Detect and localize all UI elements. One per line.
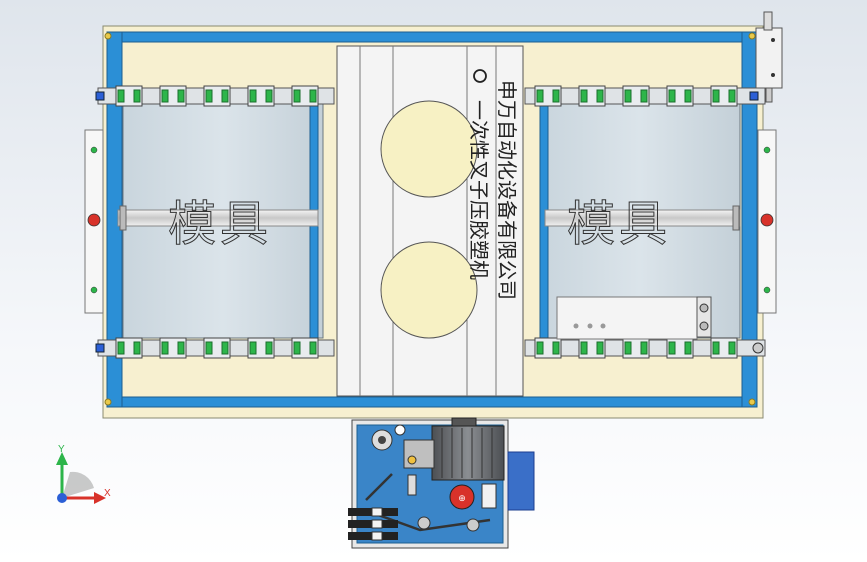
- carriage-seal: [684, 341, 692, 355]
- carriage-seal: [552, 341, 560, 355]
- carriage-seal: [177, 341, 185, 355]
- carriage-seal: [536, 341, 544, 355]
- svg-text:⊕: ⊕: [458, 493, 466, 503]
- corner-bolts: [104, 32, 756, 406]
- carriage-seal: [640, 89, 648, 103]
- carriage-seal: [596, 89, 604, 103]
- rail-carriages: [115, 85, 738, 359]
- carriage-seal: [249, 89, 257, 103]
- right-side-panel: [757, 129, 777, 314]
- left-side-panel: [84, 129, 104, 314]
- upper-mold-circle: [380, 100, 478, 198]
- carriage-seal: [265, 89, 273, 103]
- carriage-seal: [309, 89, 317, 103]
- carriage-seal: [133, 341, 141, 355]
- carriage-seal: [205, 341, 213, 355]
- carriage-seal: [624, 341, 632, 355]
- carriage-seal: [624, 89, 632, 103]
- carriage-seal: [668, 341, 676, 355]
- hydraulic-unit: ⊕: [348, 417, 535, 549]
- carriage-seal: [177, 89, 185, 103]
- sensor-plate: [556, 296, 712, 340]
- right-mold-label: 模具: [567, 196, 671, 252]
- carriage-seal: [265, 341, 273, 355]
- carriage-seal: [684, 89, 692, 103]
- motor-body: [431, 425, 505, 481]
- indicator-ring: [473, 69, 487, 83]
- carriage-seal: [161, 89, 169, 103]
- carriage-seal: [309, 341, 317, 355]
- carriage-seal: [205, 89, 213, 103]
- carriage-seal: [728, 89, 736, 103]
- left-mold-label: 模具: [168, 196, 272, 252]
- machine-title-text: 一次性叉子压胶塑机: [467, 100, 491, 280]
- lower-mold-circle: [380, 241, 478, 339]
- carriage-seal: [117, 341, 125, 355]
- carriage-seal: [580, 89, 588, 103]
- carriage-seal: [133, 89, 141, 103]
- company-name-text: 申万自动化设备有限公司: [495, 80, 519, 300]
- axis-x-label: X: [104, 488, 111, 499]
- emergency-stop: [449, 484, 475, 510]
- carriage-seal: [552, 89, 560, 103]
- axis-y-label: Y: [58, 444, 65, 455]
- carriage-seal: [161, 341, 169, 355]
- guide-rods: [117, 205, 741, 231]
- carriage-seal: [596, 341, 604, 355]
- carriage-seal: [728, 341, 736, 355]
- carriage-seal: [249, 341, 257, 355]
- carriage-seal: [221, 341, 229, 355]
- carriage-seal: [640, 341, 648, 355]
- carriage-seal: [117, 89, 125, 103]
- carriage-seal: [712, 89, 720, 103]
- carriage-seal: [221, 89, 229, 103]
- carriage-seal: [712, 341, 720, 355]
- valve-block: [755, 11, 783, 103]
- carriage-seal: [293, 89, 301, 103]
- carriage-seal: [293, 341, 301, 355]
- axis-triad: Y X: [56, 444, 111, 504]
- carriage-seal: [536, 89, 544, 103]
- carriage-seal: [580, 341, 588, 355]
- carriage-seal: [668, 89, 676, 103]
